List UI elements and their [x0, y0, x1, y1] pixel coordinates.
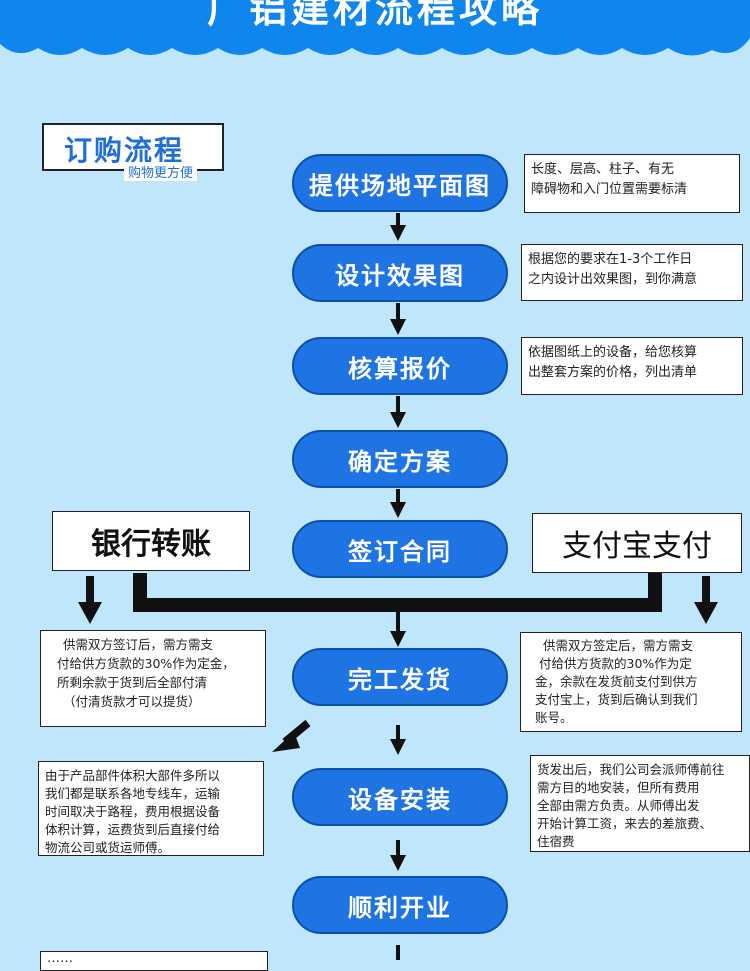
payment-merge-bar — [133, 573, 662, 612]
step-provide-floor-plan: 提供场地平面图 — [292, 154, 508, 212]
alipay-box: 支付宝支付 — [532, 513, 742, 573]
note-line: （付清货款才可以提货） — [63, 694, 201, 709]
step-ship: 完工发货 — [292, 648, 508, 706]
note-line: 住宿费 — [537, 834, 575, 849]
note-quotation: 依据图纸上的设备，给您核算 出整套方案的价格，列出清单 — [521, 337, 743, 395]
note-line: 体积计算，运费货到后直接付给 — [45, 822, 221, 837]
alipay-arrow-head — [694, 602, 718, 624]
note-line: 根据您的要求在1-3个工作日 — [528, 252, 693, 267]
step-quotation: 核算报价 — [292, 337, 508, 395]
note-line: 付给供方货款的30%作为定 — [539, 656, 692, 671]
step-open: 顺利开业 — [292, 876, 508, 934]
note-line: 我们都是联系各地专线车，运输 — [45, 786, 221, 801]
note-alipay-terms: 供需双方签定后，需方需支 付给供方货款的30%作为定 金，余款在发货前支付到供方… — [520, 632, 742, 732]
note-line: 物流公司或货运师傅。 — [45, 840, 171, 855]
note-line: 金，余款在发货前支付到供方 — [535, 674, 698, 689]
step-design-rendering: 设计效果图 — [292, 244, 508, 302]
note-line: …… — [47, 951, 73, 966]
note-line: 之内设计出效果图，到你满意 — [528, 272, 698, 287]
note-line: 支付宝上，货到后确认到我们 — [535, 692, 698, 707]
note-shipping: 由于产品部件体积大部件多所以 我们都是联系各地专线车，运输 时间取决于路程，费用… — [38, 761, 264, 856]
note-floor-plan: 长度、层高、柱子、有无 障碍物和入门位置需要标清 — [524, 154, 740, 213]
note-bank-terms: 供需双方签订后，需方需支 付给供方货款的30%作为定金， 所剩余款于货到后全部付… — [40, 630, 266, 727]
step-sign-contract: 签订合同 — [292, 520, 508, 578]
section-title: 订购流程 — [64, 134, 185, 167]
note-line: 付给供方货款的30%作为定金， — [57, 656, 235, 671]
header-wave — [0, 0, 750, 56]
note-line: 账号。 — [535, 710, 573, 725]
note-line: 供需双方签定后，需方需支 — [543, 638, 694, 653]
note-line: 由于产品部件体积大部件多所以 — [45, 768, 221, 783]
shipping-arrow-head — [272, 732, 300, 752]
note-line: 长度、层高、柱子、有无 — [531, 162, 675, 177]
note-line: 障碍物和入门位置需要标清 — [531, 182, 688, 197]
bank-arrow-head — [78, 602, 102, 624]
note-line: 供需双方签订后，需方需支 — [63, 637, 214, 652]
step-confirm-plan: 确定方案 — [292, 430, 508, 488]
note-line: 出整套方案的价格，列出清单 — [528, 365, 698, 380]
note-line: 货发出后，我们公司会派师傅前往 — [537, 762, 725, 777]
bank-transfer-box: 银行转账 — [52, 511, 250, 571]
note-line: 全部由需方负责。从师傅出发 — [537, 798, 700, 813]
header-band: 广铝建材流程攻略 — [0, 0, 750, 58]
note-line: 开始计算工资，来去的差旅费、 — [537, 816, 713, 831]
note-line: 需方目的地安装，但所有费用 — [537, 780, 700, 795]
note-line: 依据图纸上的设备，给您核算 — [528, 345, 698, 360]
step-install: 设备安装 — [292, 768, 508, 826]
note-bottom-partial: …… — [40, 951, 268, 971]
page-title: 广铝建材流程攻略 — [206, 0, 543, 31]
note-design: 根据您的要求在1-3个工作日 之内设计出效果图，到你满意 — [521, 244, 743, 301]
note-line: 所剩余款于货到后全部付清 — [57, 675, 208, 690]
section-subtitle: 购物更方便 — [124, 162, 198, 181]
note-line: 时间取决于路程，费用根据设备 — [45, 804, 221, 819]
note-installation: 货发出后，我们公司会派师傅前往 需方目的地安装，但所有费用 全部由需方负责。从师… — [530, 755, 750, 852]
section-title-box: 订购流程 购物更方便 — [42, 123, 224, 181]
